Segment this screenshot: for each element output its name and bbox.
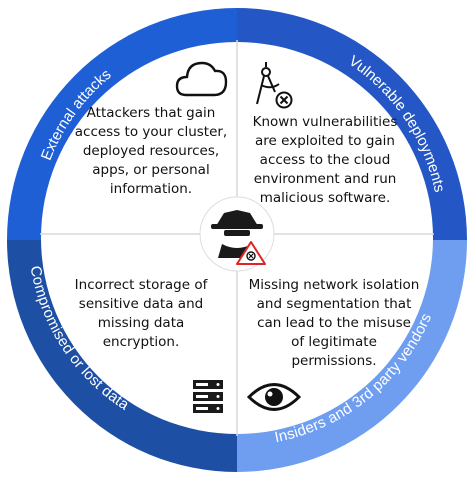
text-line: apps, or personal [92,162,210,178]
text-line: malicious software. [259,190,391,206]
text-line: can lead to the misuse [257,315,411,331]
text-line: of legitimate [291,334,377,350]
text-line: missing data [97,315,185,331]
text-line: deployed resources, [82,143,220,159]
text-line: are exploited to gain [255,133,395,149]
text-line: sensitive data and [78,296,204,312]
text-line: Missing network isolation [248,277,420,293]
text-line: access to your cluster, [74,124,228,140]
quadrant-text-compromised-data: Incorrect storage of sensitive data and … [66,276,216,352]
compass-vulnerability-icon [256,62,293,109]
cloud-icon [175,61,228,97]
text-line: environment and run [253,171,397,187]
text-line: information. [109,181,193,197]
quadrant-text-external-attacks: Attackers that gain access to your clust… [68,104,234,199]
text-line: Known vulnerabilities [252,114,398,130]
text-line: encryption. [102,334,180,350]
quadrant-text-insiders-vendors: Missing network isolation and segmentati… [239,276,429,371]
text-line: permissions. [291,353,377,369]
text-line: Incorrect storage of [74,277,208,293]
text-line: Attackers that gain [86,105,216,121]
text-line: and segmentation that [256,296,412,312]
hacker-spy-warning-icon [199,196,275,272]
quadrant-text-vulnerable-deployments: Known vulnerabilities are exploited to g… [241,113,409,208]
server-storage-icon [193,380,223,413]
eye-icon [246,383,302,411]
text-line: access to the cloud [259,152,391,168]
